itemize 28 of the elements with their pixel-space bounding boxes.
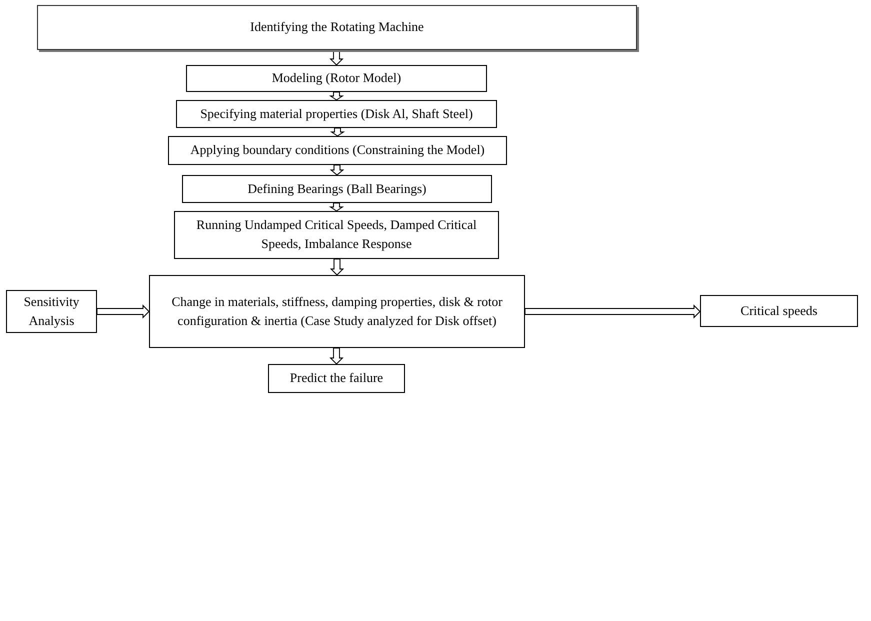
block-arrow xyxy=(330,164,344,176)
process-box xyxy=(168,136,507,165)
process-box xyxy=(186,65,487,92)
box-text: Specifying material properties (Disk Al, Shaft Steel) xyxy=(200,104,473,123)
block-arrow xyxy=(330,128,345,137)
process-box xyxy=(268,364,405,393)
block-arrow xyxy=(524,304,701,319)
box-text: Predict the failure xyxy=(290,369,384,388)
box-text: Identifying the Rotating Machine xyxy=(250,18,424,36)
box-text: Change in materials, stiffness, damping properties, disk & rotor configuration & inertia (Case Study analyzed for Disk offset) xyxy=(170,292,504,330)
box-text: Critical speeds xyxy=(740,302,818,320)
process-box xyxy=(174,211,499,259)
process-box xyxy=(700,295,858,327)
process-box xyxy=(6,290,97,333)
process-box xyxy=(149,275,525,348)
block-arrow xyxy=(96,304,150,319)
process-box xyxy=(176,100,497,128)
box-text: Running Undamped Critical Speeds, Damped Critical Speeds, Imbalance Response xyxy=(195,216,478,253)
process-box xyxy=(182,175,492,203)
block-arrow xyxy=(329,92,344,101)
block-arrow xyxy=(329,348,344,365)
process-box xyxy=(37,5,637,50)
box-text: Defining Bearings (Ball Bearings) xyxy=(248,180,426,198)
block-arrow xyxy=(330,258,344,276)
box-text: Modeling (Rotor Model) xyxy=(272,69,402,88)
block-arrow xyxy=(329,202,344,212)
box-text: Applying boundary conditions (Constraining the Model) xyxy=(190,141,485,160)
box-text: Sensitivity Analysis xyxy=(22,292,80,330)
